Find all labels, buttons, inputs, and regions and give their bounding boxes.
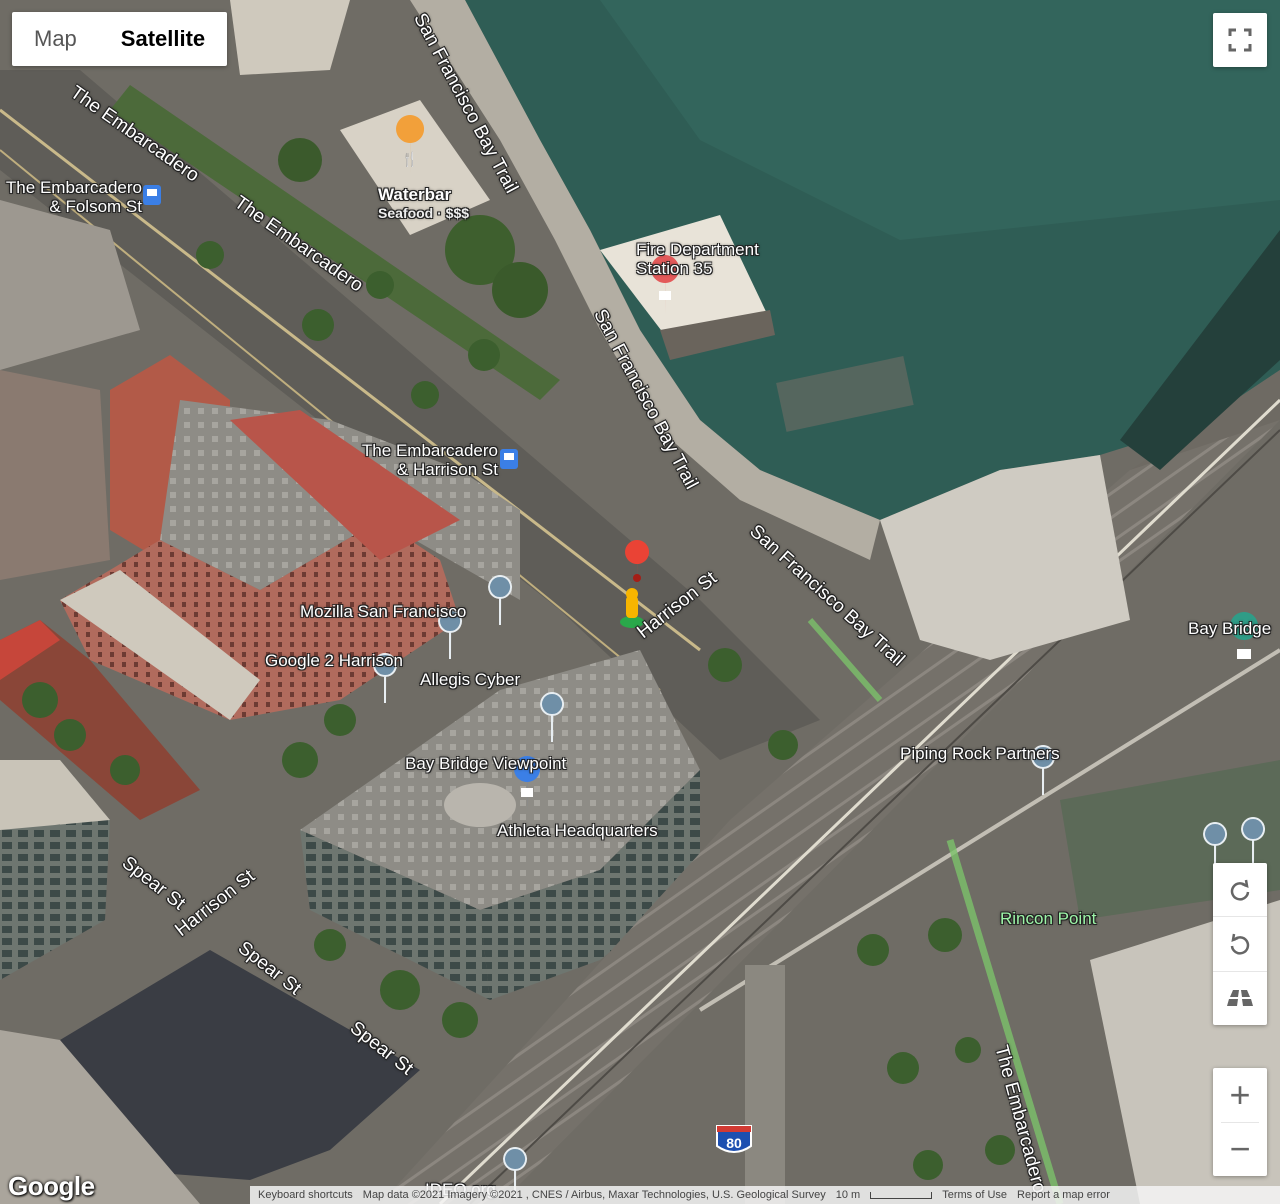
map-data-attribution: Map data ©2021 Imagery ©2021 , CNES / Ai… <box>362 1189 826 1201</box>
rotate-tilt-control <box>1213 863 1267 1025</box>
attribution-bar: Keyboard shortcuts Map data ©2021 Imager… <box>250 1186 1280 1204</box>
bay-bridge-pin-icon <box>1230 612 1259 676</box>
viewpoint-pin-icon <box>540 692 565 743</box>
map-type-map-button[interactable]: Map <box>34 26 77 51</box>
waterbar-pin-icon: 🍴 <box>396 115 425 175</box>
pin-icon <box>1241 817 1266 866</box>
ideo-pin-icon <box>503 1147 528 1198</box>
fire-station-label[interactable]: Fire Department Station 35 <box>636 240 759 278</box>
scale-label[interactable]: 10 m <box>835 1189 861 1201</box>
svg-text:🍴: 🍴 <box>401 151 418 168</box>
svg-text:80: 80 <box>726 1135 742 1151</box>
tram-folsom-icon <box>143 185 161 205</box>
tilt-button[interactable] <box>1213 972 1267 1025</box>
viewpoint-label[interactable]: Bay Bridge Viewpoint <box>405 754 567 773</box>
map-type-satellite-button[interactable]: Satellite <box>120 26 206 51</box>
map-type-control: Map Satellite <box>12 12 228 66</box>
athleta-building <box>300 650 700 910</box>
rotate-clockwise-icon <box>1230 879 1250 901</box>
zoom-out-button[interactable]: − <box>1229 1128 1251 1170</box>
rotate-clockwise-button[interactable] <box>1213 863 1267 918</box>
google-logo: Google <box>8 1171 95 1201</box>
rotate-counterclockwise-button[interactable] <box>1213 917 1267 972</box>
pier-building <box>880 455 1130 660</box>
bay-bridge-label[interactable]: Bay Bridge <box>1188 619 1272 638</box>
google2-pin-icon <box>438 609 463 660</box>
interstate-80-shield-icon: 80 <box>716 1125 752 1153</box>
dropped-pin-icon <box>620 540 650 628</box>
fullscreen-button[interactable] <box>1213 13 1267 67</box>
allegis-label[interactable]: Allegis Cyber <box>420 670 521 689</box>
scale-bar <box>870 1191 933 1199</box>
terms-link[interactable]: Terms of Use <box>942 1189 1008 1201</box>
mozilla-label[interactable]: Mozilla San Francisco <box>300 602 467 621</box>
waterbar-label[interactable]: Waterbar Seafood · $$$ <box>378 185 470 221</box>
waterbar-building <box>340 100 490 235</box>
zoom-control: + − <box>1213 1068 1267 1176</box>
dark-roof-building <box>60 950 420 1180</box>
tram-harrison-label[interactable]: The Embarcadero & Harrison St <box>361 441 498 479</box>
tilt-icon <box>1227 990 1253 1007</box>
pin-icon <box>1203 822 1228 871</box>
tram-harrison-icon <box>500 449 518 469</box>
athleta-pin-icon <box>514 756 541 812</box>
google2-label[interactable]: Google 2 Harrison <box>265 651 403 670</box>
fire-station-pin-icon <box>651 255 680 315</box>
piping-rock-pin-icon <box>1031 745 1056 796</box>
allegis-pin-icon <box>373 653 398 704</box>
mozilla-pin-icon <box>488 575 513 626</box>
report-error-link[interactable]: Report a map error <box>1017 1189 1110 1201</box>
tram-folsom-label[interactable]: The Embarcadero & Folsom St <box>5 178 142 216</box>
rincon-point-label[interactable]: Rincon Point <box>1000 909 1097 928</box>
keyboard-shortcuts-link[interactable]: Keyboard shortcuts <box>258 1189 353 1201</box>
rotate-counterclockwise-icon <box>1230 933 1250 955</box>
seawall <box>410 0 880 560</box>
piping-rock-label[interactable]: Piping Rock Partners <box>900 744 1060 763</box>
athleta-label[interactable]: Athleta Headquarters <box>497 821 658 840</box>
fullscreen-icon <box>1228 28 1252 52</box>
bridge-pylon <box>745 965 785 1204</box>
zoom-in-button[interactable]: + <box>1229 1073 1251 1115</box>
